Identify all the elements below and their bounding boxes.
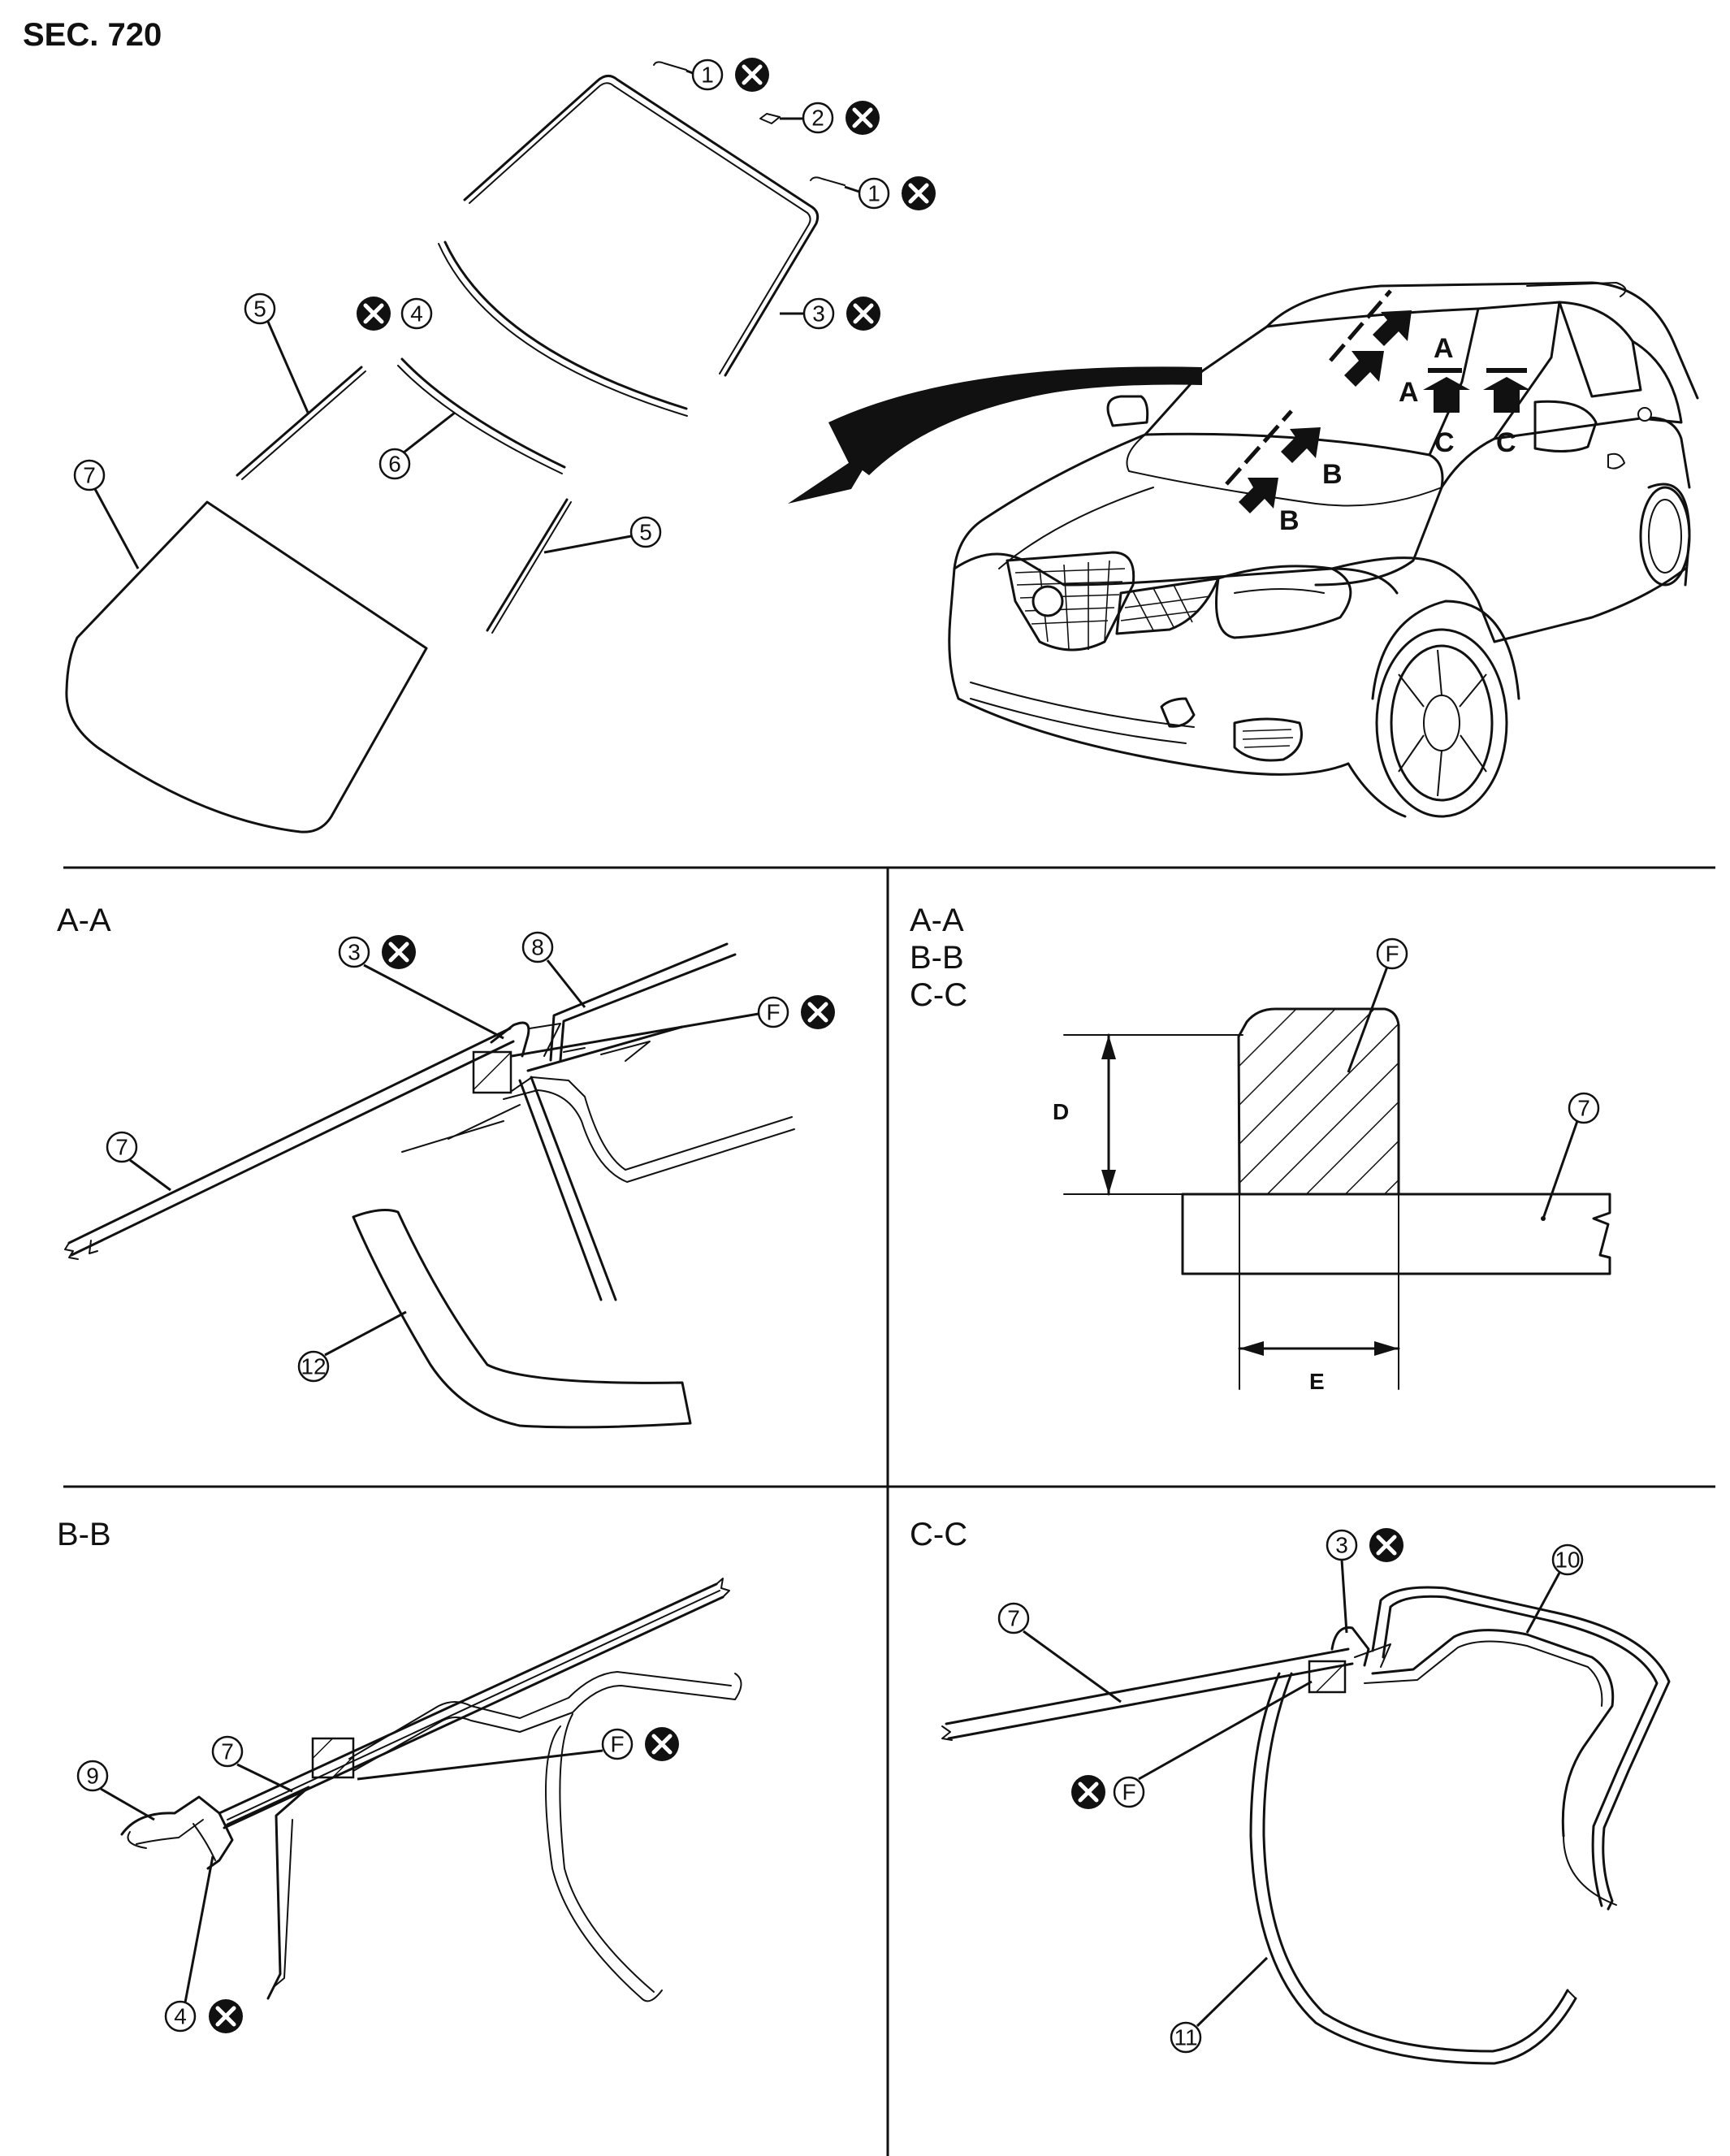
panel-dim-title-cc: C-C bbox=[910, 977, 967, 1013]
clip-part bbox=[810, 176, 846, 186]
panel-cc-title: C-C bbox=[910, 1517, 967, 1552]
panel-bb-title: B-B bbox=[57, 1517, 111, 1552]
exploded-callouts: 1 2 1 3 4 5 6 5 7 bbox=[73, 58, 936, 569]
callout-3: 3 bbox=[812, 301, 825, 327]
callout-5-left: 5 bbox=[253, 297, 266, 322]
panel-cc: C-C 3 10 7 F 11 bbox=[910, 1517, 1671, 2065]
molding-5-left bbox=[236, 366, 363, 477]
x-circle-icon bbox=[645, 1727, 679, 1761]
callout-1-top: 1 bbox=[701, 63, 714, 88]
side-molding bbox=[443, 240, 688, 410]
callout-cc-f: F bbox=[1122, 1780, 1135, 1805]
callout-aa-3: 3 bbox=[348, 940, 361, 965]
callout-bb-f: F bbox=[610, 1732, 624, 1757]
x-circle-icon bbox=[846, 101, 880, 135]
callout-7-top: 7 bbox=[83, 463, 96, 488]
callout-cc-10: 10 bbox=[1555, 1548, 1580, 1573]
x-circle-icon bbox=[735, 58, 769, 92]
panel-aa: A-A 3 8 F bbox=[57, 903, 835, 1429]
callout-cc-3: 3 bbox=[1335, 1533, 1348, 1558]
x-circle-icon bbox=[801, 995, 835, 1029]
callout-aa-f: F bbox=[766, 1000, 780, 1025]
callout-6: 6 bbox=[388, 452, 401, 477]
x-circle-icon bbox=[902, 176, 936, 210]
callout-bb-4: 4 bbox=[174, 2004, 187, 2029]
x-circle-icon bbox=[357, 297, 391, 331]
x-circle-icon bbox=[1369, 1528, 1403, 1562]
callout-dim-7: 7 bbox=[1577, 1096, 1590, 1121]
callout-bb-9: 9 bbox=[86, 1764, 99, 1789]
panel-dimensions: A-A B-B C-C D E F 7 bbox=[910, 903, 1611, 1394]
vehicle-label-a-upper: A bbox=[1434, 333, 1454, 364]
panel-bb: B-B 7 9 F 4 bbox=[57, 1517, 742, 2033]
callout-aa-7: 7 bbox=[115, 1135, 128, 1160]
callout-aa-8: 8 bbox=[531, 935, 544, 960]
vehicle-label-c: C bbox=[1434, 427, 1455, 458]
callout-dim-f: F bbox=[1385, 942, 1399, 967]
vehicle-label-c-right: C bbox=[1496, 427, 1516, 458]
panel-aa-title: A-A bbox=[57, 903, 111, 938]
upper-molding bbox=[463, 75, 820, 377]
callout-cc-7: 7 bbox=[1007, 1606, 1020, 1631]
callout-bb-7: 7 bbox=[221, 1739, 234, 1764]
x-circle-icon bbox=[209, 1999, 243, 2033]
panel-dim-title-aa: A-A bbox=[910, 903, 964, 938]
callout-cc-11: 11 bbox=[1174, 2025, 1197, 2050]
windshield-glass bbox=[65, 500, 428, 833]
vehicle-label-b: B bbox=[1322, 459, 1343, 490]
x-circle-icon bbox=[382, 935, 416, 969]
callout-aa-12: 12 bbox=[301, 1354, 326, 1379]
x-circle-icon bbox=[846, 297, 880, 331]
clip-part bbox=[759, 113, 781, 124]
molding-6 bbox=[400, 357, 566, 469]
callout-2: 2 bbox=[811, 106, 824, 131]
x-circle-icon bbox=[1071, 1775, 1105, 1809]
callout-5-right: 5 bbox=[639, 520, 652, 545]
section-indicators: A A B B C C bbox=[1225, 289, 1530, 536]
callout-1-lower: 1 bbox=[867, 181, 880, 206]
panel-dim-title-bb: B-B bbox=[910, 940, 964, 976]
dimension-d-label: D bbox=[1053, 1099, 1069, 1124]
dimension-e-label: E bbox=[1309, 1369, 1325, 1394]
exploded-parts bbox=[65, 61, 846, 833]
clip-part bbox=[653, 61, 687, 71]
callout-4: 4 bbox=[410, 301, 423, 327]
section-label: SEC. 720 bbox=[23, 17, 162, 53]
molding-5-right bbox=[486, 498, 569, 632]
vehicle-illustration bbox=[948, 281, 1699, 818]
vehicle-label-b-lower: B bbox=[1279, 505, 1300, 536]
vehicle-label-a: A bbox=[1399, 377, 1419, 408]
direction-arrow bbox=[788, 366, 1202, 504]
